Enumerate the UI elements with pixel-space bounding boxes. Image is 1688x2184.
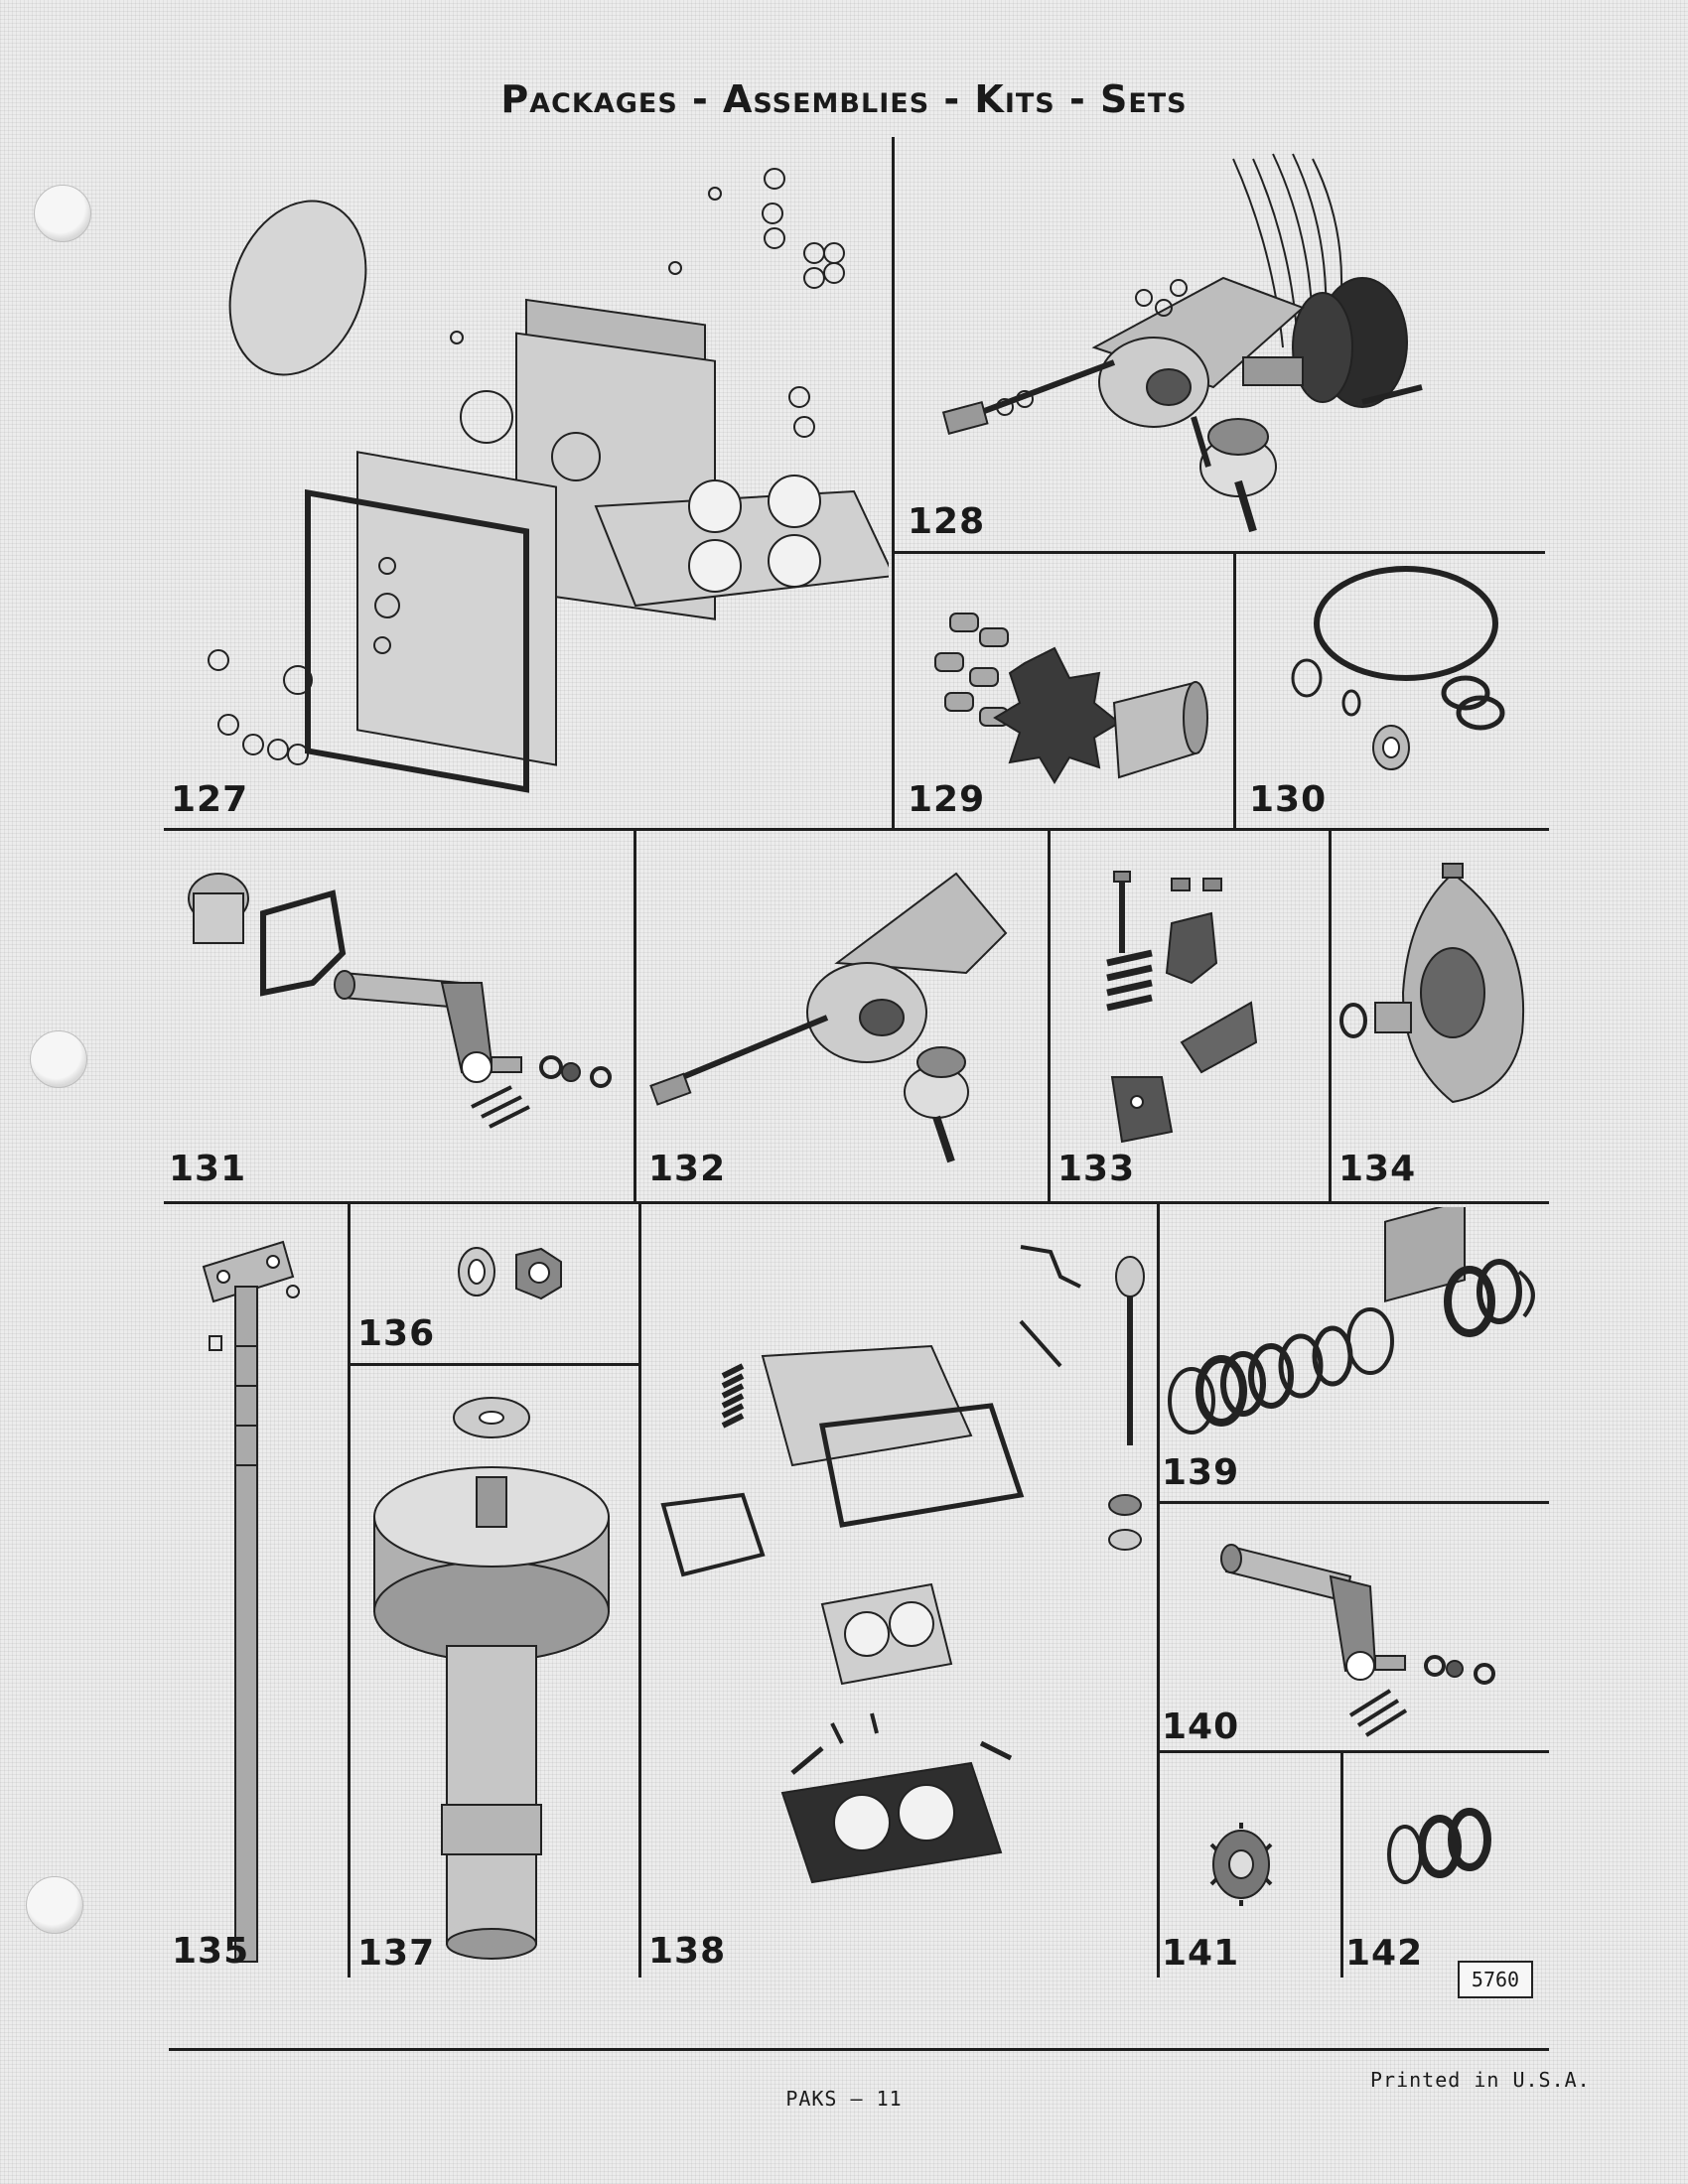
bracket-spring-kit-icon	[1106, 871, 1258, 1144]
item-number: 142	[1345, 1933, 1424, 1974]
item-number: 141	[1162, 1933, 1240, 1974]
cell-138: 138	[643, 1207, 1154, 1974]
cell-140: 140	[1162, 1507, 1547, 1747]
cell-142: 142	[1345, 1755, 1547, 1974]
cell-141: 141	[1162, 1755, 1337, 1974]
divider	[169, 2048, 1549, 2051]
cover-plate-assembly-icon	[1339, 863, 1525, 1104]
cell-128: 128	[896, 139, 1546, 549]
seal-ring-set-icon	[1387, 1808, 1491, 1884]
coupler-kit-icon	[934, 613, 1208, 784]
cell-134: 134	[1334, 834, 1547, 1199]
cell-132: 132	[638, 834, 1046, 1199]
item-number: 136	[357, 1313, 436, 1354]
item-number: 131	[169, 1149, 247, 1189]
gear-icon	[1209, 1823, 1273, 1906]
cell-133: 133	[1053, 834, 1327, 1199]
divider	[1159, 1750, 1549, 1753]
item-number: 127	[171, 779, 249, 820]
item-number: 132	[648, 1149, 727, 1189]
item-number: 135	[172, 1931, 250, 1972]
divider	[894, 551, 1545, 554]
page-footer: PAKS – 11	[785, 2087, 903, 2111]
page-title: Packages - Assemblies - Kits - Sets	[500, 77, 1188, 121]
pump-motor-assembly-icon	[941, 153, 1423, 533]
item-number: 140	[1162, 1706, 1240, 1747]
cell-130: 130	[1237, 554, 1545, 826]
divider	[164, 828, 1549, 831]
item-number: 137	[357, 1933, 436, 1974]
divider	[1329, 830, 1332, 1203]
item-number: 129	[908, 779, 986, 820]
cell-139: 139	[1162, 1207, 1547, 1499]
cell-136: 136	[352, 1207, 636, 1360]
binder-hole-middle	[30, 1030, 87, 1088]
o-ring-seal-set-icon	[1291, 566, 1505, 770]
catalog-stamp: 5760	[1458, 1961, 1533, 1998]
item-number: 128	[908, 501, 986, 542]
divider	[164, 1201, 1549, 1204]
cell-135: 135	[164, 1207, 345, 1974]
cell-131: 131	[164, 834, 631, 1199]
divider	[348, 1203, 351, 1978]
divider	[1159, 1501, 1549, 1504]
divider	[1233, 552, 1236, 830]
divider	[892, 137, 895, 830]
divider	[633, 830, 636, 1203]
drive-shaft-icon	[202, 1240, 300, 1963]
cell-137: 137	[352, 1368, 636, 1974]
cell-127: 127	[159, 139, 889, 824]
bearing-seal-kit-icon	[1168, 1207, 1535, 1434]
lever-shaft-kit-icon	[1220, 1544, 1495, 1737]
item-number: 139	[1162, 1452, 1240, 1493]
divider	[350, 1363, 638, 1366]
item-number: 138	[648, 1931, 727, 1972]
divider	[1048, 830, 1051, 1203]
binder-hole-bottom	[26, 1876, 83, 1934]
binder-hole-top	[34, 185, 91, 242]
divider	[1157, 1203, 1160, 1978]
cell-129: 129	[896, 554, 1231, 826]
shift-lever-kit-icon	[188, 873, 612, 1129]
distributor-housing-icon	[373, 1397, 610, 1960]
printed-note: Printed in U.S.A.	[1370, 2068, 1591, 2092]
divider	[638, 1203, 641, 1978]
divider	[1340, 1752, 1343, 1978]
item-number: 134	[1338, 1149, 1417, 1189]
carburetor-repair-kit-icon	[660, 1245, 1145, 1884]
pump-housing-assembly-icon	[649, 872, 1008, 1163]
carburetor-gasket-kit-icon	[208, 168, 889, 793]
nut-washer-set-icon	[458, 1247, 562, 1300]
item-number: 130	[1249, 779, 1328, 820]
item-number: 133	[1057, 1149, 1136, 1189]
